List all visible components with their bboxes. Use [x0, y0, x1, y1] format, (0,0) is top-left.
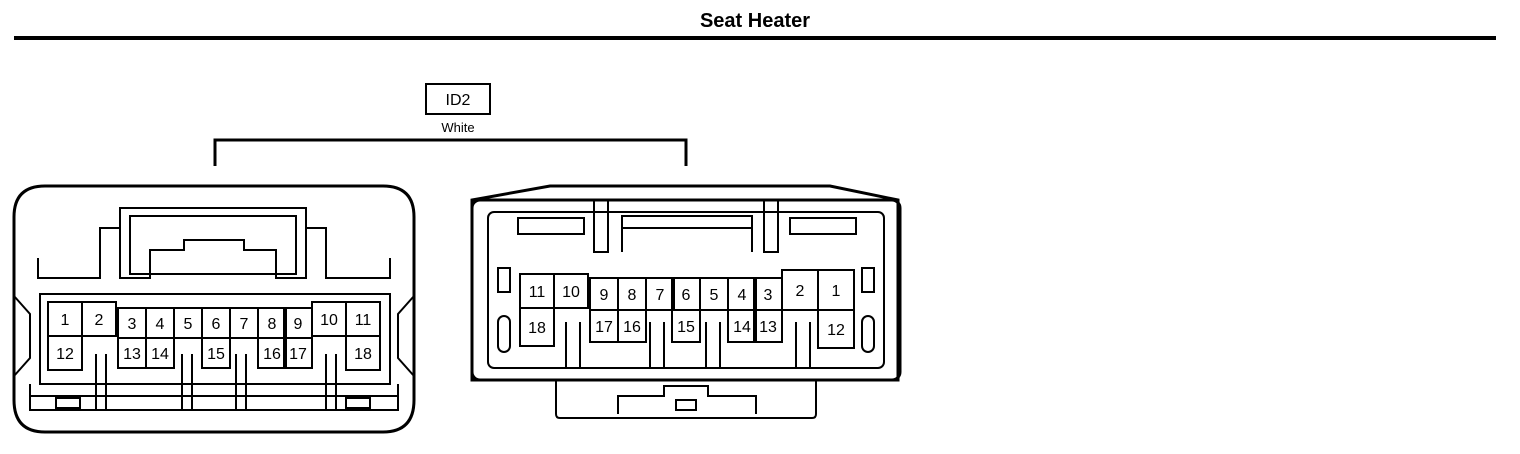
page-title: Seat Heater	[699, 10, 811, 32]
left-pin-label: 5	[184, 316, 193, 333]
right-pin-label: 7	[656, 287, 665, 304]
right-pin-label: 10	[562, 284, 580, 301]
right-pin-label: 5	[710, 287, 719, 304]
right-pin-cell	[727, 309, 757, 343]
left-pin-label: 17	[289, 346, 307, 363]
right-pin-label: 6	[682, 287, 691, 304]
right-pin-label: 16	[623, 319, 641, 336]
left-pin-label: 1	[61, 312, 70, 329]
left-pin-label: 14	[151, 346, 169, 363]
left-pin-label: 12	[56, 346, 74, 363]
right-pin-label: 1	[832, 283, 841, 300]
left-pin-label: 4	[156, 316, 165, 333]
left-pin-label: 15	[207, 346, 225, 363]
right-pin-label: 3	[764, 287, 773, 304]
right-pin-label: 12	[827, 322, 845, 339]
left-pin-cell	[257, 337, 287, 369]
connector-color: White	[441, 120, 474, 135]
left-pin-label: 13	[123, 346, 141, 363]
left-pin-cell	[47, 335, 83, 371]
right-pin-label: 4	[738, 287, 747, 304]
right-pin-label: 9	[600, 287, 609, 304]
connector-id: ID2	[446, 92, 471, 109]
right-pin-cell	[753, 309, 783, 343]
left-pin-cell	[145, 337, 175, 369]
left-pin-label: 6	[212, 316, 221, 333]
connector-id-box	[425, 83, 491, 115]
left-pin-label: 18	[354, 346, 372, 363]
right-pin-cell	[817, 309, 855, 349]
left-pin-label: 2	[95, 312, 104, 329]
right-connector	[470, 184, 902, 419]
left-pin-label: 11	[355, 312, 372, 329]
right-pin-label: 17	[595, 319, 613, 336]
right-pin-label: 18	[528, 320, 546, 337]
right-pin-cell	[645, 277, 675, 311]
right-pin-label: 15	[677, 319, 695, 336]
left-pin-cell	[81, 301, 117, 337]
left-pin-cell	[201, 337, 231, 369]
left-pin-label: 8	[268, 316, 277, 333]
connector-bracket	[213, 138, 688, 166]
right-pin-label: 8	[628, 287, 637, 304]
right-pin-cell	[617, 309, 647, 343]
title-rule	[14, 36, 1496, 40]
right-pin-label: 11	[529, 284, 546, 301]
left-pin-cell	[283, 337, 313, 369]
left-pin-label: 3	[128, 316, 137, 333]
left-pin-label: 9	[294, 316, 303, 333]
left-pin-cell	[345, 335, 381, 371]
left-pin-label: 7	[240, 316, 249, 333]
right-pin-cell	[519, 307, 555, 347]
left-pin-label: 16	[263, 346, 281, 363]
left-pin-label: 10	[320, 312, 338, 329]
right-pin-cell	[671, 309, 701, 343]
right-pin-label: 14	[733, 319, 751, 336]
right-pin-label: 13	[759, 319, 777, 336]
right-pin-label: 2	[796, 283, 805, 300]
right-pin-cell	[553, 273, 589, 309]
left-connector	[12, 184, 416, 434]
